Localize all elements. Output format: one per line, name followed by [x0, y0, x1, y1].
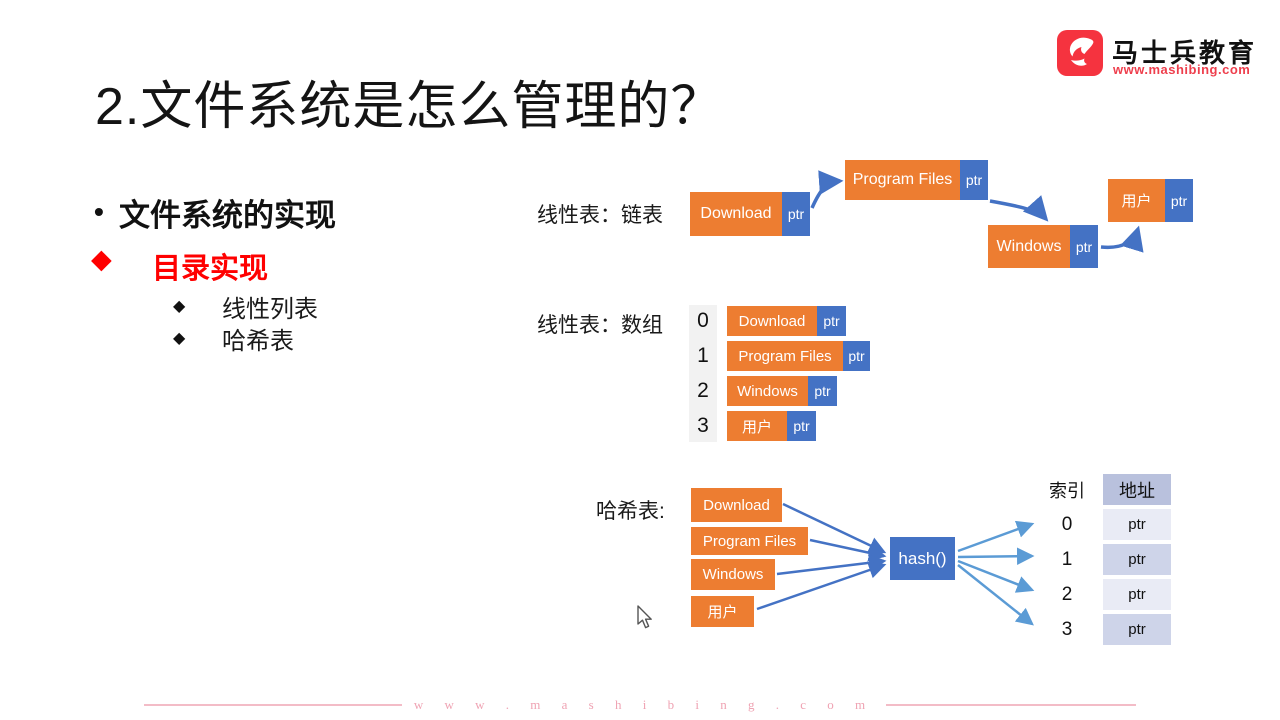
arrow-hash-to-row0	[957, 520, 1035, 553]
node-name: Download	[690, 192, 782, 236]
array-index: 1	[697, 344, 709, 367]
node-ptr: ptr	[817, 306, 846, 336]
hash-table: 索引 地址 0 ptr 1 ptr 2 ptr 3 ptr	[1035, 474, 1171, 645]
arrow-windows-to-user	[1100, 225, 1144, 253]
hash-table-addr: ptr	[1103, 579, 1171, 610]
array-label: 线性表：数组	[537, 314, 663, 337]
arrow-hash-to-row3	[957, 564, 1034, 626]
page-title: 2.文件系统是怎么管理的？	[95, 78, 724, 136]
outline-level3-item: 线性列表	[222, 296, 318, 323]
hash-key: Download	[691, 488, 782, 522]
hash-table-header: 索引	[1035, 474, 1099, 505]
watermark-line	[886, 704, 1137, 706]
array-index-band	[689, 305, 717, 442]
hash-table-header: 地址	[1103, 474, 1171, 505]
hash-table-addr: ptr	[1103, 544, 1171, 575]
array-row: 用户 ptr	[727, 411, 816, 441]
arrow-key-to-hash	[809, 538, 887, 562]
hash-table-index: 3	[1035, 614, 1099, 645]
node-ptr: ptr	[782, 192, 810, 236]
bullet-dot-icon: •	[94, 196, 104, 227]
watermark-text: w w w . m a s h i b i n g . c o m	[413, 697, 875, 712]
node-ptr: ptr	[1070, 225, 1098, 268]
hash-key: 用户	[691, 596, 754, 627]
arrow-download-to-programfiles	[810, 170, 844, 209]
array-index: 0	[697, 309, 709, 332]
linked-list-node: Program Files ptr	[845, 160, 988, 200]
arrow-key-to-hash	[756, 561, 887, 611]
node-ptr: ptr	[843, 341, 870, 371]
node-ptr: ptr	[1165, 179, 1193, 222]
hash-table-index: 2	[1035, 579, 1099, 610]
node-ptr: ptr	[787, 411, 816, 441]
node-name: Download	[727, 306, 817, 336]
node-name: Program Files	[727, 341, 843, 371]
brand-url: www.mashibing.com	[1113, 62, 1251, 77]
hash-table-index: 1	[1035, 544, 1099, 575]
array-row: Program Files ptr	[727, 341, 870, 371]
mouse-cursor-icon	[637, 605, 652, 629]
linked-list-node: Windows ptr	[988, 225, 1098, 268]
outline-level2: 目录实现	[152, 253, 269, 285]
watermark-line	[143, 704, 402, 706]
outline-level1: 文件系统的实现	[119, 198, 336, 233]
diamond-bullet-icon: ◆	[173, 330, 186, 347]
brand-name: 马士兵教育	[1112, 38, 1258, 68]
hash-label: 哈希表:	[596, 500, 665, 523]
array-index: 3	[697, 414, 709, 437]
arrow-key-to-hash	[776, 554, 887, 576]
arrow-programfiles-to-windows	[989, 195, 1049, 222]
linked-list-label: 线性表：链表	[537, 204, 663, 227]
arrow-hash-to-row1	[957, 547, 1035, 565]
hash-table-addr: ptr	[1103, 509, 1171, 540]
array-row: Windows ptr	[727, 376, 837, 406]
node-ptr: ptr	[808, 376, 837, 406]
node-name: Program Files	[845, 160, 960, 200]
array-row: Download ptr	[727, 306, 846, 336]
node-name: Windows	[727, 376, 808, 406]
hash-key: Program Files	[691, 527, 808, 555]
hash-key: Windows	[691, 559, 775, 590]
linked-list-node: Download ptr	[690, 192, 810, 236]
arrow-hash-to-row2	[957, 559, 1035, 593]
array-index: 2	[697, 379, 709, 402]
watermark-bar: w w w . m a s h i b i n g . c o m	[0, 697, 1280, 713]
diamond-bullet-icon: ◆	[173, 298, 186, 315]
outline-level3-item: 哈希表	[222, 328, 294, 355]
node-ptr: ptr	[960, 160, 988, 200]
node-name: Windows	[988, 225, 1070, 268]
hash-table-addr: ptr	[1103, 614, 1171, 645]
linked-list-node: 用户 ptr	[1108, 179, 1193, 222]
diamond-bullet-icon: ◆	[91, 244, 112, 274]
hash-function-box: hash()	[890, 537, 955, 580]
brand-logo-horse-icon	[1069, 37, 1094, 66]
node-name: 用户	[1108, 179, 1165, 222]
brand-logo	[1057, 30, 1103, 76]
hash-table-index: 0	[1035, 509, 1099, 540]
node-name: 用户	[727, 411, 787, 441]
